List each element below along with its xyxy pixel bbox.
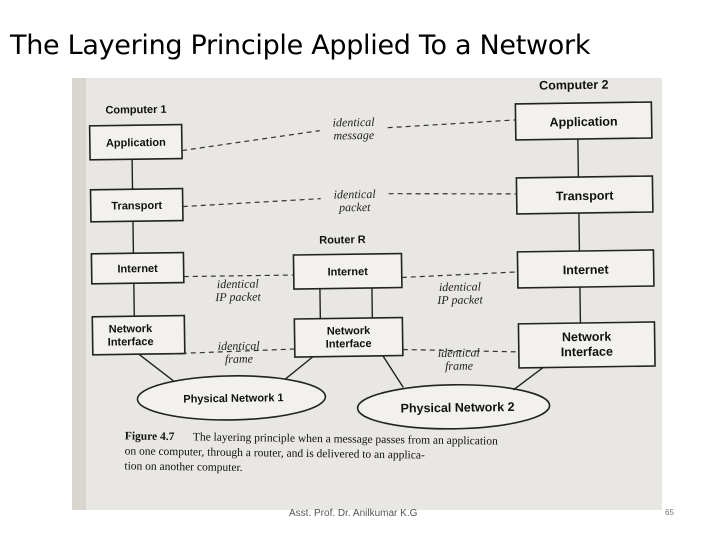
c2-network-interface-label-line1: Network <box>562 330 612 345</box>
annotation-packet-line2: packet <box>338 200 371 214</box>
figure-caption: Figure 4.7 The layering principle when a… <box>124 430 498 474</box>
page-gutter-shadow <box>72 78 86 510</box>
c2-application-label: Application <box>549 114 617 129</box>
router-link-network2 <box>382 355 404 388</box>
dash-ip-left <box>183 274 294 278</box>
dash-message-right <box>387 119 516 129</box>
c1-internet-box <box>90 251 185 285</box>
c2-network-interface-label-line2: Interface <box>561 345 613 360</box>
c2-link-transport-internet <box>578 213 581 252</box>
c2-network-interface-box <box>517 321 656 369</box>
router-network-interface-label-line2: Interface <box>326 338 372 351</box>
c2-link-internet-netif <box>579 287 582 324</box>
c2-link-app-transport <box>577 139 580 178</box>
computer1-label: Computer 1 <box>105 104 166 117</box>
c1-link-netif-network1 <box>138 353 174 382</box>
c1-network-interface-label-line2: Interface <box>108 336 154 349</box>
annotation-frame-right-line2: frame <box>445 359 474 373</box>
router-link-network1 <box>284 356 314 380</box>
c2-transport-box <box>515 175 654 215</box>
diagram-photo: Computer 1 Computer 2 Router R Applicati… <box>72 78 662 510</box>
c1-internet-label: Internet <box>117 263 158 276</box>
dash-frame-left <box>172 348 295 355</box>
c2-transport-label: Transport <box>556 189 615 204</box>
router-internet-label: Internet <box>327 266 368 279</box>
caption-line-3: tion on another computer. <box>124 460 242 474</box>
physical-network-2-label: Physical Network 2 <box>401 400 515 416</box>
caption-line-1: The layering principle when a message pa… <box>193 431 498 447</box>
page-number: 65 <box>665 508 674 517</box>
physical-network-1-ellipse <box>136 375 327 421</box>
physical-network-1-label: Physical Network 1 <box>183 392 283 405</box>
c1-network-interface-label-line1: Network <box>109 323 153 336</box>
annotation-message-line2: message <box>333 128 375 143</box>
diagram-content: Computer 1 Computer 2 Router R Applicati… <box>88 78 656 474</box>
annotation-packet-line1: identical <box>334 187 377 202</box>
router-label: Router R <box>319 234 366 247</box>
dash-ip-right <box>401 271 518 279</box>
annotation-frame-left-line2: frame <box>225 352 254 366</box>
dash-frame-right <box>402 348 519 353</box>
router-network-interface-label-line1: Network <box>327 325 371 338</box>
c1-transport-box <box>89 187 184 223</box>
annotation-ip-right-line1: identical <box>439 279 482 294</box>
caption-line-2: on one computer, through a router, and i… <box>125 445 426 461</box>
c1-transport-label: Transport <box>111 200 162 213</box>
annotation-message-line1: identical <box>333 115 376 130</box>
router-internet-box <box>292 252 403 290</box>
c1-network-interface-box <box>91 314 186 356</box>
annotation-ip-left-line1: identical <box>217 277 260 292</box>
router-network-interface-box <box>293 316 404 358</box>
computer2-label: Computer 2 <box>539 78 609 93</box>
slide-title: The Layering Principle Applied To a Netw… <box>10 30 591 61</box>
c2-internet-box <box>516 249 655 289</box>
annotation-frame-left-line1: identical <box>218 338 261 353</box>
dash-packet-right <box>388 193 517 195</box>
c2-internet-label: Internet <box>563 263 610 278</box>
c1-application-label: Application <box>106 137 166 150</box>
c2-application-box <box>514 101 653 141</box>
annotation-ip-left-line2: IP packet <box>214 289 261 304</box>
caption-figure-label: Figure 4.7 <box>125 430 175 443</box>
annotation-ip-right-line2: IP packet <box>436 292 483 307</box>
c2-link-netif-network2 <box>512 366 544 391</box>
slide-footer: Asst. Prof. Dr. Anilkumar K.G <box>289 508 418 519</box>
annotation-frame-right-line1: identical <box>438 345 481 360</box>
layering-diagram: Computer 1 Computer 2 Router R Applicati… <box>72 78 662 510</box>
physical-network-2-ellipse <box>356 383 551 430</box>
c1-application-box <box>88 123 183 161</box>
